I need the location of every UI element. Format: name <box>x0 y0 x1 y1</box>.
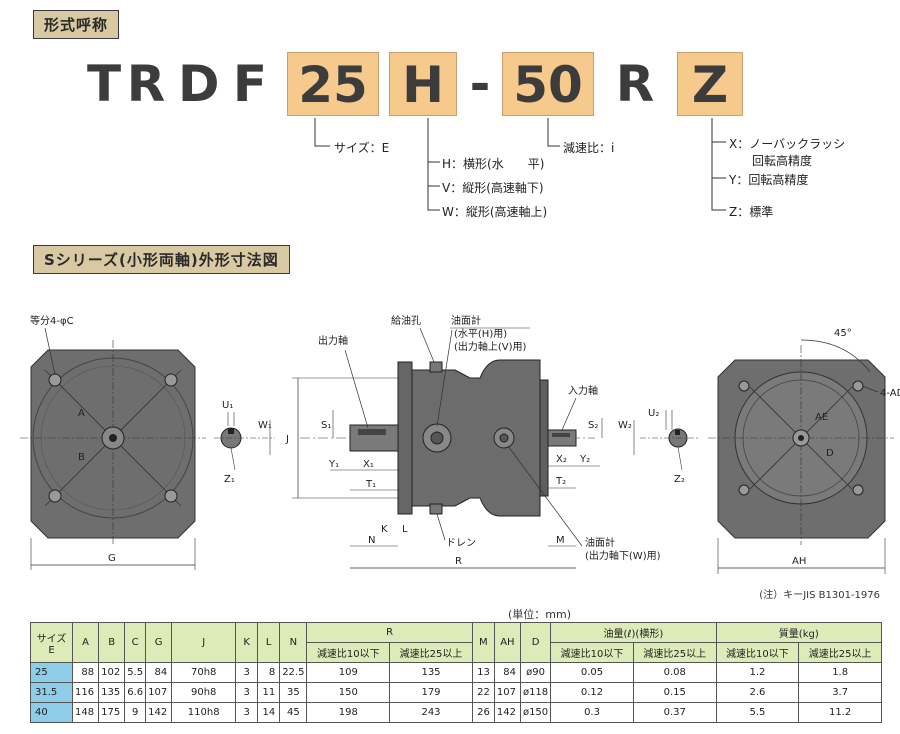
output-shaft-end-view: U₁ W₁ Z₁ <box>214 400 275 485</box>
precision-option-y: Y：回転高精度 <box>729 173 809 187</box>
type-option-h: H：横形(水 平) <box>442 157 545 171</box>
th-d: D <box>519 622 552 663</box>
label-w2: W₂ <box>618 420 632 431</box>
label-b: B <box>78 452 85 463</box>
label-l: L <box>402 524 408 535</box>
label-gauge-bottom: 油面計 <box>585 536 615 549</box>
label-s2: S₂ <box>588 420 598 431</box>
label-j: J <box>285 434 289 445</box>
label-input-shaft: 入力軸 <box>568 384 598 397</box>
label-gauge-top-sub1: (水平(H)用) <box>454 328 507 340</box>
label-gauge-top-sub2: (出力軸上(V)用) <box>454 340 527 353</box>
label-d: D <box>826 448 834 459</box>
label-angle: 45° <box>834 328 852 339</box>
th-g: G <box>145 622 173 663</box>
label-oil-inlet: 給油孔 <box>391 314 421 327</box>
label-w1: W₁ <box>258 420 272 431</box>
precision-option-z: Z：標準 <box>729 205 774 219</box>
input-flange-view: AE D 45° 4-AD AH <box>708 328 900 574</box>
label-gauge-top: 油面計 <box>451 314 481 327</box>
label-x2: X₂ <box>556 454 567 465</box>
label-gauge-bottom-sub: (出力軸下(W)用) <box>585 549 661 562</box>
label-output-shaft: 出力軸 <box>318 334 348 347</box>
label-ae: AE <box>815 412 828 423</box>
label-t1: T₁ <box>365 479 376 490</box>
th-r-sub1: 減速比10以下 <box>306 642 391 663</box>
label-s1: S₁ <box>321 420 331 431</box>
model-connectors <box>314 118 726 211</box>
th-a: A <box>71 622 100 663</box>
label-z2: Z₂ <box>674 474 685 485</box>
label-drain: ドレン <box>446 538 476 549</box>
model-dash: - <box>469 55 491 113</box>
label-k: K <box>381 524 388 535</box>
model-box-size: 25 <box>287 52 379 116</box>
label-ah: AH <box>792 556 806 567</box>
th-oil-sub2: 減速比25以上 <box>632 642 717 663</box>
label-u2: U₂ <box>648 408 659 419</box>
model-box-type: H <box>389 52 457 116</box>
section-title-dimensions: Sシリーズ(小形両軸)外形寸法図 <box>33 245 290 274</box>
label-y2: Y₂ <box>579 454 590 465</box>
th-r: R <box>306 622 473 643</box>
th-mass-sub2: 減速比25以上 <box>798 642 882 663</box>
th-b: B <box>98 622 126 663</box>
model-char-d: D <box>178 55 220 113</box>
label-equal-holes: 等分4-φC <box>30 314 74 327</box>
label-x1: X₁ <box>363 459 374 470</box>
th-k: K <box>235 622 259 663</box>
th-oil: 油量(ℓ)(横形) <box>550 622 717 643</box>
model-char-r2: R <box>615 55 655 113</box>
th-c: C <box>124 622 147 663</box>
th-r-sub2: 減速比25以上 <box>389 642 473 663</box>
th-m: M <box>471 622 495 663</box>
gearbox-side-view: 出力軸 給油孔 油面計 (水平(H)用) (出力軸上(V)用) J S₁ Y₁ … <box>285 314 661 569</box>
output-flange-view: A B 等分4-φC G <box>20 314 206 570</box>
model-box-ratio: 50 <box>502 52 594 116</box>
label-n: N <box>368 535 375 546</box>
th-oil-sub1: 減速比10以下 <box>550 642 634 663</box>
label-t2: T₂ <box>555 476 566 487</box>
ratio-annotation: 減速比：i <box>563 141 615 155</box>
th-n: N <box>279 622 308 663</box>
model-char-t: T <box>86 55 122 113</box>
unit-label: (単位：mm) <box>508 608 572 621</box>
label-g: G <box>108 553 116 564</box>
dimension-drawing: A B 等分4-φC G U₁ W₁ Z₁ <box>20 314 900 574</box>
model-char-r: R <box>126 55 166 113</box>
th-mass-sub1: 減速比10以下 <box>715 642 800 663</box>
precision-option-x: X：ノーバックラッシ <box>729 137 846 151</box>
label-holes-right: 4-AD <box>880 388 900 399</box>
size-annotation: サイズ：E <box>334 141 390 155</box>
label-y1: Y₁ <box>328 459 339 470</box>
model-box-precision: Z <box>677 52 743 116</box>
type-option-v: V：縦形(高速軸下) <box>442 181 544 195</box>
th-l: L <box>257 622 281 663</box>
precision-option-x-sub: 回転高精度 <box>752 154 813 168</box>
label-a: A <box>78 408 85 419</box>
th-mass: 質量(kg) <box>715 622 883 643</box>
th-j: J <box>171 622 237 663</box>
th-ah: AH <box>493 622 521 663</box>
input-shaft-end-view: W₂ U₂ Z₂ <box>618 408 700 485</box>
model-char-f: F <box>232 55 268 113</box>
label-z1: Z₁ <box>224 474 235 485</box>
label-u1: U₁ <box>222 400 233 411</box>
type-option-w: W：縦形(高速軸上) <box>442 205 548 219</box>
label-m: M <box>556 535 565 546</box>
label-r: R <box>455 556 462 567</box>
key-standard-note: (注）キーJIS B1301-1976 <box>759 590 880 601</box>
section-title-model: 形式呼称 <box>33 10 120 39</box>
